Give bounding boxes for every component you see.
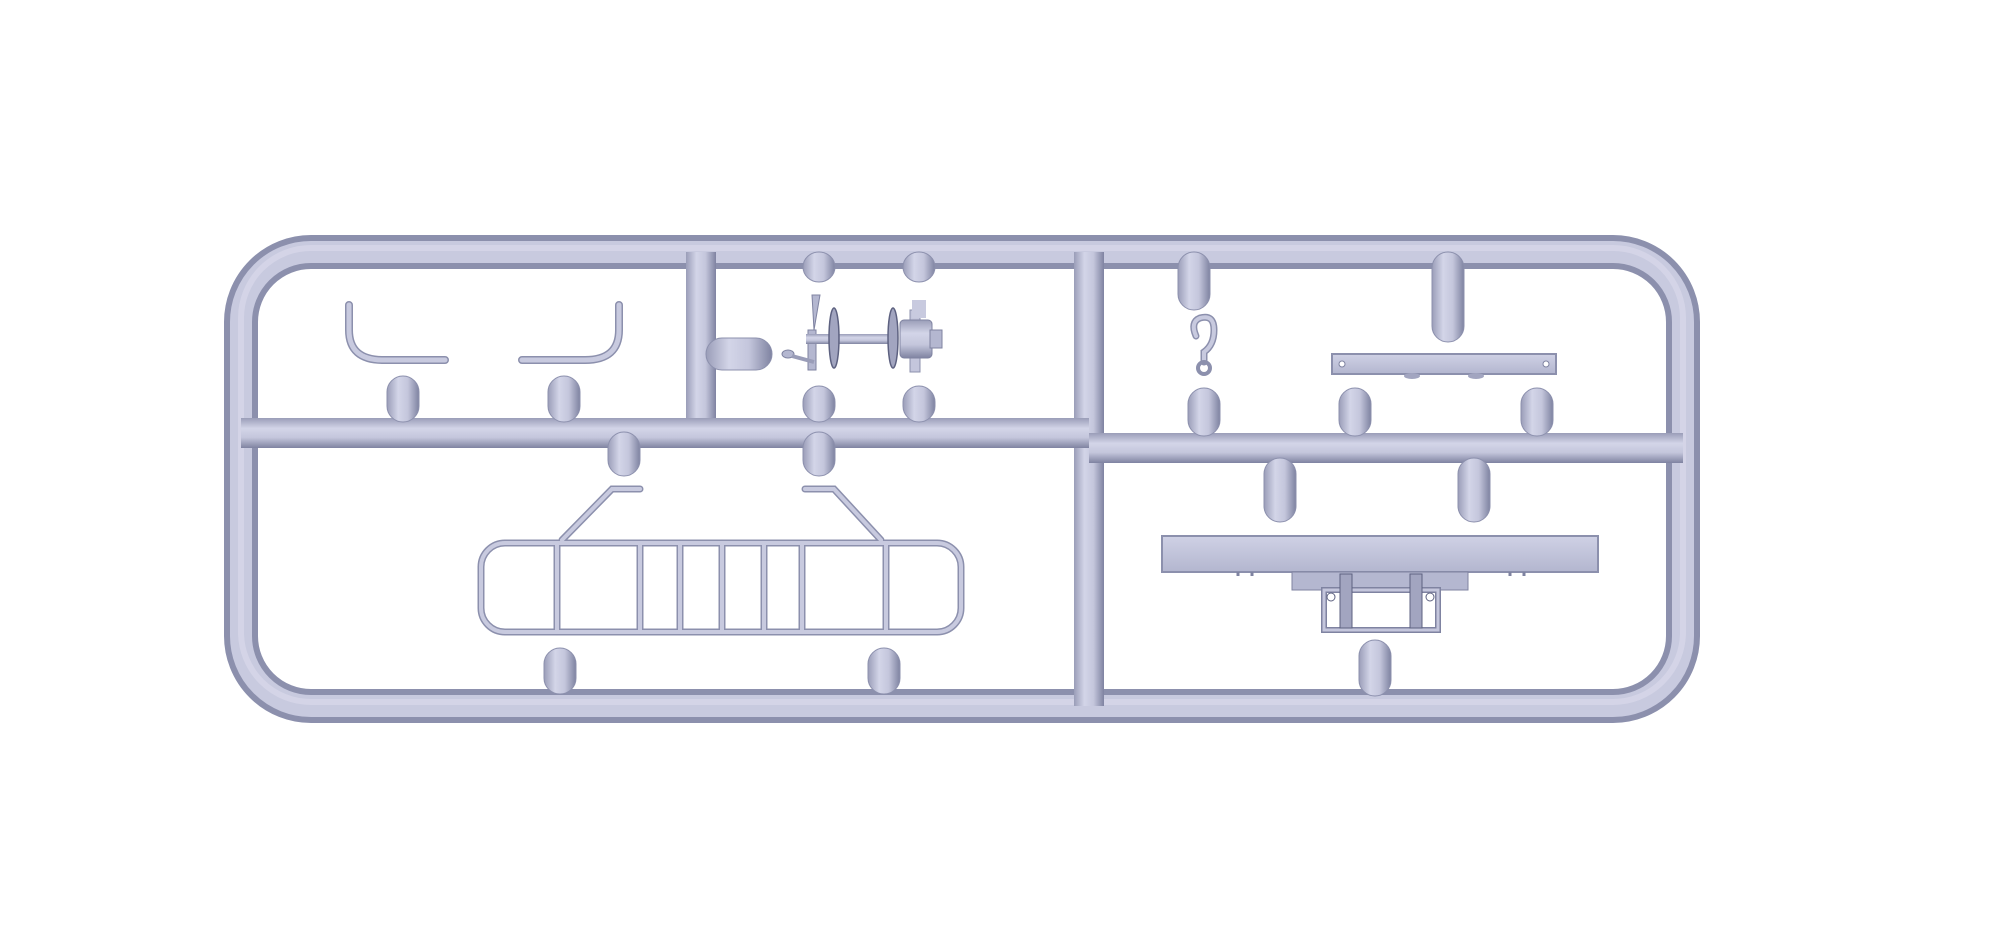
axle-assembly <box>781 294 943 373</box>
divider-vertical-2 <box>1074 252 1104 706</box>
curved-rail-right <box>518 301 623 364</box>
ladder-frame <box>477 485 965 636</box>
sprue-gates <box>386 251 1554 697</box>
divider-horizontal-left <box>241 418 1089 448</box>
curved-rail-left <box>345 301 449 364</box>
bar-plate <box>1331 353 1557 379</box>
divider-horizontal-right <box>1089 433 1683 463</box>
chassis-plate <box>1161 535 1599 633</box>
hook <box>1190 313 1218 376</box>
sprue-frame <box>224 235 1700 723</box>
